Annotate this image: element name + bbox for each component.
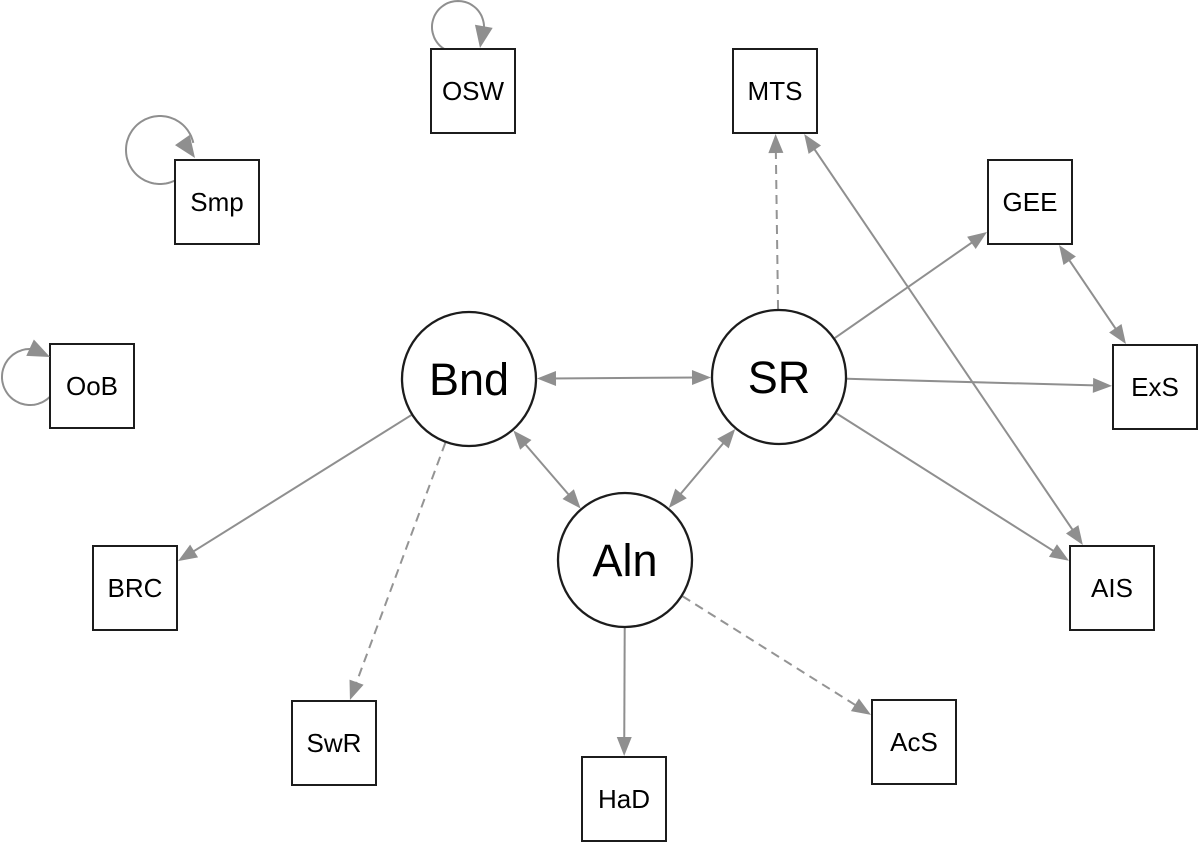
- edge-Bnd-BRC: [188, 414, 412, 556]
- arrowhead-into-ExS: [1092, 377, 1112, 393]
- node-ExS: [1112, 344, 1198, 430]
- edges-layer: [1, 0, 1120, 744]
- node-label-Aln: Aln: [592, 535, 657, 586]
- arrowhead-into-HaD: [616, 736, 632, 756]
- node-label-AIS: AIS: [1091, 573, 1133, 603]
- edge-Bnd-Aln: [521, 439, 573, 500]
- node-label-GEE: GEE: [1003, 187, 1058, 217]
- self-loop-OSW: [431, 0, 485, 50]
- self-loop-Smp: [124, 115, 195, 185]
- arrowhead-into-Aln: [562, 489, 581, 509]
- node-Smp: [174, 159, 260, 245]
- edge-MTS-AIS: [810, 144, 1077, 535]
- edge-SR-MTS: [774, 146, 780, 310]
- edge-SR-GEE: [834, 238, 977, 339]
- node-Bnd: [400, 310, 538, 448]
- node-OoB: [49, 343, 135, 429]
- arrowhead-into-AcS: [850, 698, 871, 715]
- edge-Bnd-SR: [549, 376, 699, 380]
- self-loop-OoB: [1, 348, 51, 406]
- arrowhead-into-MTS: [804, 134, 822, 154]
- nodes-layer: [49, 48, 1198, 842]
- node-label-MTS: MTS: [748, 76, 803, 106]
- node-label-HaD: HaD: [598, 784, 650, 814]
- node-label-Smp: Smp: [190, 187, 243, 217]
- node-label-SwR: SwR: [307, 728, 362, 758]
- node-OSW: [430, 48, 516, 134]
- node-AIS: [1069, 545, 1155, 631]
- node-Aln: [556, 491, 694, 629]
- arrowhead-into-Bnd: [536, 370, 557, 386]
- self-loop-arrowhead-OSW: [474, 24, 493, 48]
- node-label-BRC: BRC: [108, 573, 163, 603]
- arrowhead-into-BRC: [178, 544, 199, 562]
- node-label-OSW: OSW: [442, 76, 505, 106]
- edge-SR-AIS: [835, 412, 1059, 555]
- node-label-OoB: OoB: [66, 371, 118, 401]
- node-MTS: [732, 48, 818, 134]
- edge-Aln-AcS: [682, 595, 861, 709]
- node-BRC: [92, 545, 178, 631]
- arrowhead-into-Aln: [668, 488, 687, 508]
- arrowhead-into-MTS: [768, 134, 784, 154]
- arrowhead-into-Bnd: [513, 430, 532, 450]
- node-SwR: [291, 700, 377, 786]
- node-SR: [710, 308, 848, 446]
- arrowhead-into-ExS: [1109, 324, 1126, 344]
- arrowhead-into-SwR: [349, 679, 364, 700]
- self-loop-arrowhead-OoB: [26, 339, 50, 357]
- arrowhead-into-SR: [717, 429, 736, 449]
- node-label-AcS: AcS: [890, 727, 938, 757]
- arrowhead-into-GEE: [967, 231, 987, 249]
- arrowhead-into-AIS: [1065, 525, 1083, 545]
- node-AcS: [871, 699, 957, 785]
- arrowheads-layer: [26, 24, 1126, 756]
- edge-GEE-ExS: [1065, 255, 1120, 334]
- self-loop-arrowhead-Smp: [175, 134, 195, 158]
- edge-Aln-SR: [676, 438, 728, 499]
- arrowhead-into-AIS: [1048, 544, 1069, 561]
- node-label-Bnd: Bnd: [429, 354, 509, 405]
- edge-Bnd-SwR: [353, 442, 447, 689]
- node-label-SR: SR: [748, 352, 811, 403]
- node-HaD: [581, 756, 667, 842]
- arrowhead-into-SR: [691, 370, 712, 386]
- node-GEE: [987, 159, 1073, 245]
- arrowhead-into-GEE: [1059, 245, 1076, 265]
- node-label-ExS: ExS: [1131, 372, 1179, 402]
